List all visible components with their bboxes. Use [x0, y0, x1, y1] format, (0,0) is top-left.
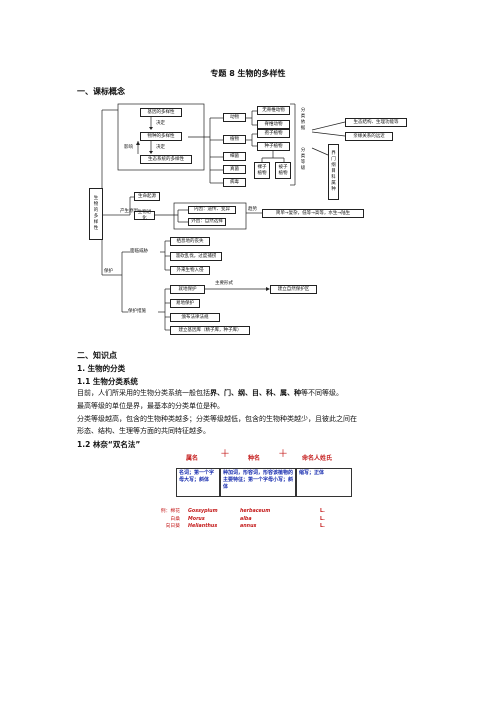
- example-genus-cotton: Gossypium: [188, 509, 218, 514]
- measure-label: 保护措施: [128, 309, 146, 314]
- threat-label: 面临威胁: [130, 249, 148, 254]
- example-species-column: herbaceum alba annus: [240, 508, 270, 531]
- species-header: 种名: [248, 455, 261, 462]
- paragraph-highest-rank: 最高等级的单位是界，最基本的分类单位是种。: [77, 402, 224, 410]
- main-form-label: 主要形式: [215, 281, 233, 286]
- kinship-box: 亲缘关系的远近: [345, 132, 393, 141]
- internal-cause-box: 内因：遗传、变异: [188, 206, 236, 214]
- subheading-1: 1. 生物的分类: [77, 364, 126, 373]
- plant-box: 植物: [223, 135, 246, 144]
- external-cause-box: 外因：自然选择: [188, 218, 226, 226]
- decides-label-1: 决定: [156, 121, 165, 126]
- example-namer-cotton: L.: [320, 509, 325, 514]
- species-description-box: 种加词，形容词，形容该植物的主要特征；第一个字母小写；斜体: [220, 468, 296, 497]
- paragraph-rank-relation-2: 形态、结构、生理等方面的共同特征越多。: [77, 427, 210, 435]
- spore-plant-box: 孢子植物: [257, 129, 290, 138]
- section-heading-1: 一、课标概念: [77, 87, 125, 96]
- origin-box: 生命起源: [134, 192, 160, 201]
- paragraph-ranks: 目前，人们所采用的生物分类系统一般包括界、门、纲、目、科、属、种等不同等级。: [77, 388, 343, 397]
- example-genus-mulberry: Morus: [188, 516, 205, 522]
- example-species-sunflower: annus: [240, 524, 257, 529]
- bacteria-box: 细菌: [223, 152, 246, 161]
- genus-header: 属名: [186, 455, 199, 462]
- gene-bank-box: 建立基因库（精子库，种子库）: [170, 326, 250, 335]
- plus-sign-1: ＋: [220, 449, 230, 460]
- example-label-sunflower: 向日葵: [165, 524, 180, 529]
- influence-label: 影响: [124, 145, 133, 150]
- threat-habitat-box: 栖息地的丧失: [170, 237, 210, 246]
- example-namer-mulberry: L.: [320, 516, 325, 522]
- example-species-mulberry: alba: [240, 516, 252, 522]
- ranks-box: 界门纲目科属种: [328, 144, 339, 200]
- plus-sign-2: ＋: [278, 449, 288, 460]
- subheading-1-1: 1.1 生物分类系统: [77, 377, 138, 386]
- angiosperm-box: 被子植物: [275, 162, 291, 179]
- protect-label: 保护: [104, 269, 113, 274]
- example-label-mulberry: 白桑: [170, 516, 180, 522]
- decides-label-2: 决定: [156, 145, 165, 150]
- reserve-box: 建立自然保护区: [270, 285, 317, 294]
- trend-box: 简单→复杂，低等→高等，水生→陆生: [262, 209, 364, 218]
- species-diversity-box: 物种的多样性: [140, 132, 182, 141]
- example-species-cotton: herbaceum: [240, 509, 271, 514]
- threat-invasive-box: 外来生物入侵: [170, 266, 210, 275]
- namer-header: 命名人姓氏: [302, 455, 333, 462]
- section-heading-2: 二、知识点: [77, 351, 117, 360]
- law-box: 颁布法律法规: [170, 313, 220, 322]
- classify-basis-label: 分类依据: [300, 108, 306, 131]
- eco-structure-box: 生态结构、生理功能等: [345, 118, 407, 127]
- example-namer-column: L. L. L.: [320, 508, 325, 531]
- classify-rank-label: 分类等级: [300, 148, 306, 171]
- namer-description-box: 缩写；正体: [296, 468, 352, 497]
- fungi-box: 真菌: [223, 165, 246, 174]
- virus-box: 病毒: [223, 178, 246, 187]
- root-box: 生物的多样性: [89, 188, 103, 240]
- gymnosperm-box: 裸子植物: [254, 162, 270, 179]
- page-title: 专题 8 生物的多样性: [210, 69, 286, 78]
- paragraph-rank-relation-1: 分类等级越高，包含的生物种类越多；分类等级越低，包含的生物种类越少，且彼此之间在: [77, 415, 357, 423]
- example-genus-sunflower: Helianthus: [188, 524, 218, 529]
- gene-diversity-box: 基因的多样性: [140, 108, 182, 117]
- vertebrate-box: 脊椎动物: [257, 120, 290, 129]
- example-label-cotton: 例：棉花: [160, 509, 180, 514]
- evolution-box: 生物进化: [134, 210, 155, 221]
- example-namer-sunflower: L.: [320, 524, 325, 529]
- example-genus-column: Gossypium Morus Helianthus: [188, 508, 218, 531]
- ecosystem-diversity-box: 生态系统的多样性: [140, 155, 192, 164]
- example-labels: 例：棉花 白桑 向日葵: [140, 508, 180, 531]
- in-situ-box: 就地保护: [170, 285, 205, 294]
- invertebrate-box: 无脊椎动物: [257, 106, 290, 115]
- seed-plant-box: 种子植物: [257, 142, 290, 151]
- ex-situ-box: 易地保护: [170, 299, 200, 308]
- genus-description-box: 名词；第一个字母大写；斜体: [176, 468, 220, 497]
- threat-overuse-box: 滥砍乱伐，过度捕捞: [170, 252, 222, 261]
- animal-box: 动物: [223, 113, 246, 122]
- trend-label: 趋势: [248, 207, 257, 212]
- cause-label: 产生原因: [120, 209, 138, 214]
- subheading-1-2: 1.2 林奈“双名法”: [77, 440, 141, 449]
